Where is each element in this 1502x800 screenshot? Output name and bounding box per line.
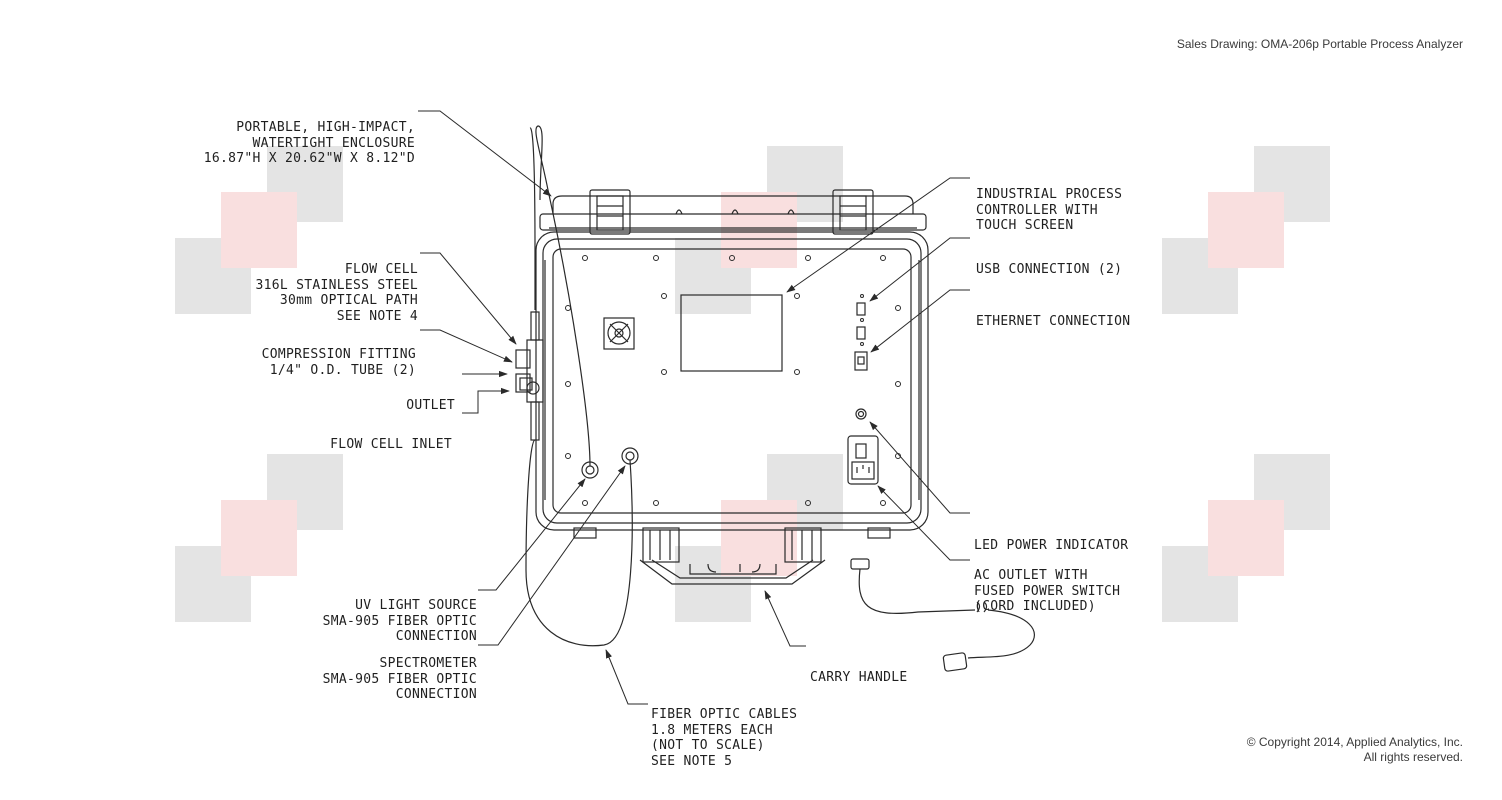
leader-lines [418, 110, 970, 705]
callout-led-power-indicator: LED POWER INDICATOR [974, 538, 1129, 553]
fiber-optic-cables [525, 125, 633, 647]
panel-screws [565, 255, 901, 506]
callout-usb-connection: USB CONNECTION (2) [976, 262, 1123, 277]
ac-outlet [847, 435, 879, 485]
callout-ethernet-connection: ETHERNET CONNECTION [976, 314, 1131, 329]
led-indicator [855, 408, 867, 420]
power-cord [850, 558, 1035, 672]
callout-enclosure: PORTABLE, HIGH-IMPACT,WATERTIGHT ENCLOSU… [203, 120, 415, 166]
cooling-fan [603, 317, 635, 350]
drawing-title: Sales Drawing: OMA-206p Portable Process… [1176, 37, 1463, 51]
enclosure-lid [539, 189, 927, 235]
usb-ports [856, 302, 866, 340]
rights-reserved: All rights reserved. [1363, 750, 1463, 764]
callout-flow-cell-inlet: FLOW CELL INLET [330, 437, 452, 452]
touch-screen [680, 294, 783, 372]
callout-outlet: OUTLET [406, 398, 455, 413]
carry-handle [573, 527, 891, 585]
ethernet-port [854, 351, 868, 371]
copyright: © Copyright 2014, Applied Analytics, Inc… [1246, 735, 1463, 749]
callout-carry-handle: CARRY HANDLE [810, 670, 908, 685]
enclosure-body [535, 231, 929, 531]
flow-cell [515, 127, 544, 441]
